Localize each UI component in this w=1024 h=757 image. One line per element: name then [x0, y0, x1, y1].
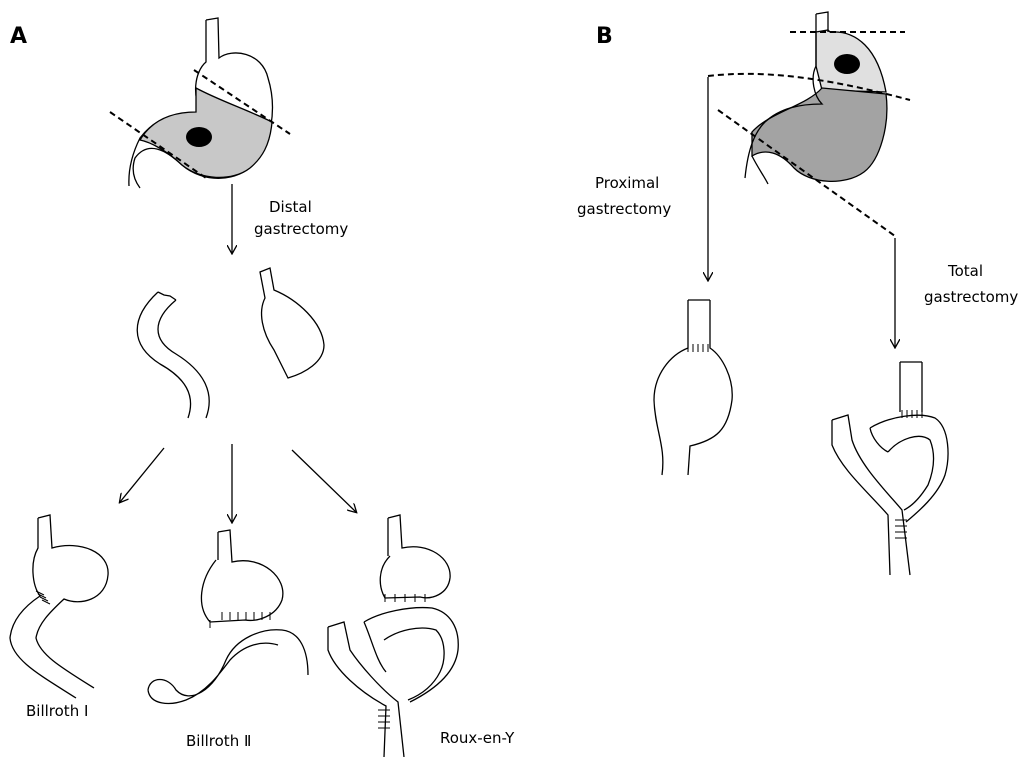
billroth2-diagram — [148, 530, 308, 703]
label-total-line2: gastrectomy — [924, 288, 1018, 306]
billroth1-diagram — [10, 515, 108, 698]
total-result-diagram — [832, 362, 948, 575]
panel-b-letter: B — [596, 24, 613, 49]
label-proximal-line2: gastrectomy — [577, 200, 671, 218]
stomach-remnant-piece — [260, 268, 324, 378]
stomach-proximal-total — [708, 12, 910, 236]
stomach-distal-resection — [110, 18, 290, 188]
rouxeny-diagram — [328, 515, 458, 757]
tumor-a — [186, 127, 212, 147]
panel-a-letter: A — [10, 24, 27, 49]
suture-proximal — [688, 344, 708, 352]
panel-b: B Proximal gastrectomy Total gastrectomy — [577, 12, 1018, 575]
label-distal-line2: gastrectomy — [254, 220, 348, 238]
proximal-result-diagram — [654, 300, 732, 475]
tumor-b — [834, 54, 860, 74]
suture-total — [895, 410, 922, 538]
arrow-billroth1 — [120, 448, 164, 502]
label-rouxeny: Roux-en-Y — [440, 729, 515, 747]
suture-rouxeny — [378, 594, 425, 728]
label-distal-line1: Distal — [269, 198, 312, 216]
label-proximal-line1: Proximal — [595, 174, 659, 192]
arrow-rouxeny — [292, 450, 356, 512]
panel-a: A Distal gastrectomy Billroth — [10, 18, 515, 757]
resected-pieces — [137, 268, 324, 418]
label-total-line1: Total — [947, 262, 983, 280]
duodenum-piece — [137, 292, 209, 418]
label-billroth2: Billroth Ⅱ — [186, 732, 251, 750]
label-billroth1: Billroth Ⅰ — [26, 702, 88, 720]
